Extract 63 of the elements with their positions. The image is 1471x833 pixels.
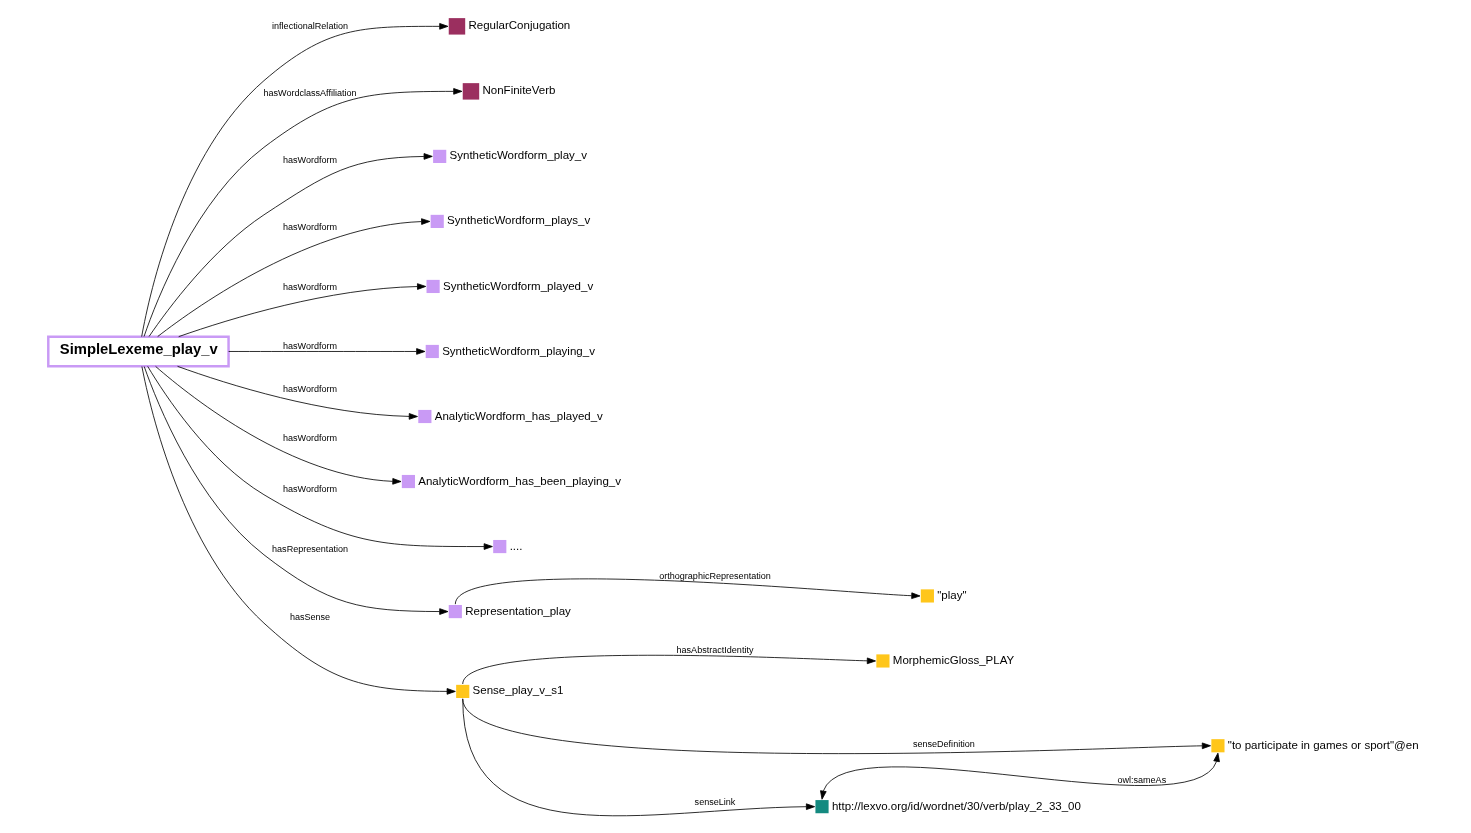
edge-label: hasAbstractIdentity (676, 645, 753, 656)
node-label: RegularConjugation (467, 19, 570, 32)
edge-label: hasWordform (282, 222, 337, 233)
arrow (140, 23, 448, 337)
node-box (430, 214, 444, 228)
edge-label: owl:sameAs (1116, 774, 1166, 785)
arrow (461, 698, 815, 817)
edge-label: senseDefinition (912, 739, 975, 750)
edge-label: hasSense (289, 612, 330, 623)
node-label: AnalyticWordform_has_played_v (434, 409, 603, 422)
node-box (455, 684, 469, 698)
arrow (143, 366, 448, 615)
node-box (417, 409, 431, 424)
node-label: .... (509, 539, 522, 552)
node-label: SyntheticWordform_played_v (442, 279, 593, 292)
arrow (154, 365, 401, 485)
node-label: NonFiniteVerb (481, 84, 555, 97)
arrow (146, 365, 493, 550)
node-box (462, 83, 479, 100)
node-label: "to participate in games or sport"@en (1227, 738, 1419, 751)
node-label: SyntheticWordform_plays_v (446, 214, 590, 227)
arrow (227, 348, 425, 355)
edge-label: hasWordform (282, 154, 337, 165)
edge-label: hasWordform (282, 340, 337, 351)
edge-label: hasWordform (282, 383, 337, 394)
arrow (177, 283, 426, 338)
edge-label: senseLink (694, 796, 735, 807)
node-label: SyntheticWordform_play_v (449, 149, 587, 162)
arrow (156, 218, 430, 337)
arrow (461, 654, 876, 685)
node-box (448, 18, 465, 35)
node-box (425, 344, 439, 359)
node-box (875, 654, 889, 668)
arrow (141, 366, 456, 695)
node-box (448, 605, 462, 619)
edge-label: hasWordform (282, 281, 337, 292)
node-box (426, 279, 440, 294)
arrow (143, 88, 462, 337)
arrow (819, 752, 1220, 800)
node-label: MorphemicGloss_PLAY (892, 654, 1014, 667)
arrow (461, 698, 1211, 754)
node-label: SyntheticWordform_playing_v (441, 344, 595, 357)
edge-label: orthographicRepresentation (658, 570, 771, 581)
node-box (492, 539, 506, 554)
node-label: Representation_play (464, 604, 571, 617)
node-box (432, 149, 446, 163)
arrow (148, 153, 433, 337)
node-box: SimpleLexeme_play_v (46, 335, 230, 368)
node-label: Sense_play_v_s1 (472, 684, 564, 697)
edge-label: hasWordform (282, 433, 337, 444)
node-box (814, 800, 829, 814)
edge-label: inflectionalRelation (271, 20, 348, 31)
edge-label: hasWordclassAffiliation (262, 88, 357, 99)
edge-label: hasWordform (282, 484, 337, 495)
edge-label: hasRepresentation (271, 544, 348, 555)
node-label: "play" (936, 588, 967, 601)
node-label: http://lexvo.org/id/wordnet/30/verb/play_2_33_00 (831, 799, 1081, 812)
node-box (1210, 739, 1224, 753)
node-box (920, 589, 934, 603)
arrow (176, 365, 418, 420)
node-label: AnalyticWordform_has_been_playing_v (417, 474, 621, 487)
node-box (401, 474, 415, 489)
arrow (454, 578, 920, 605)
